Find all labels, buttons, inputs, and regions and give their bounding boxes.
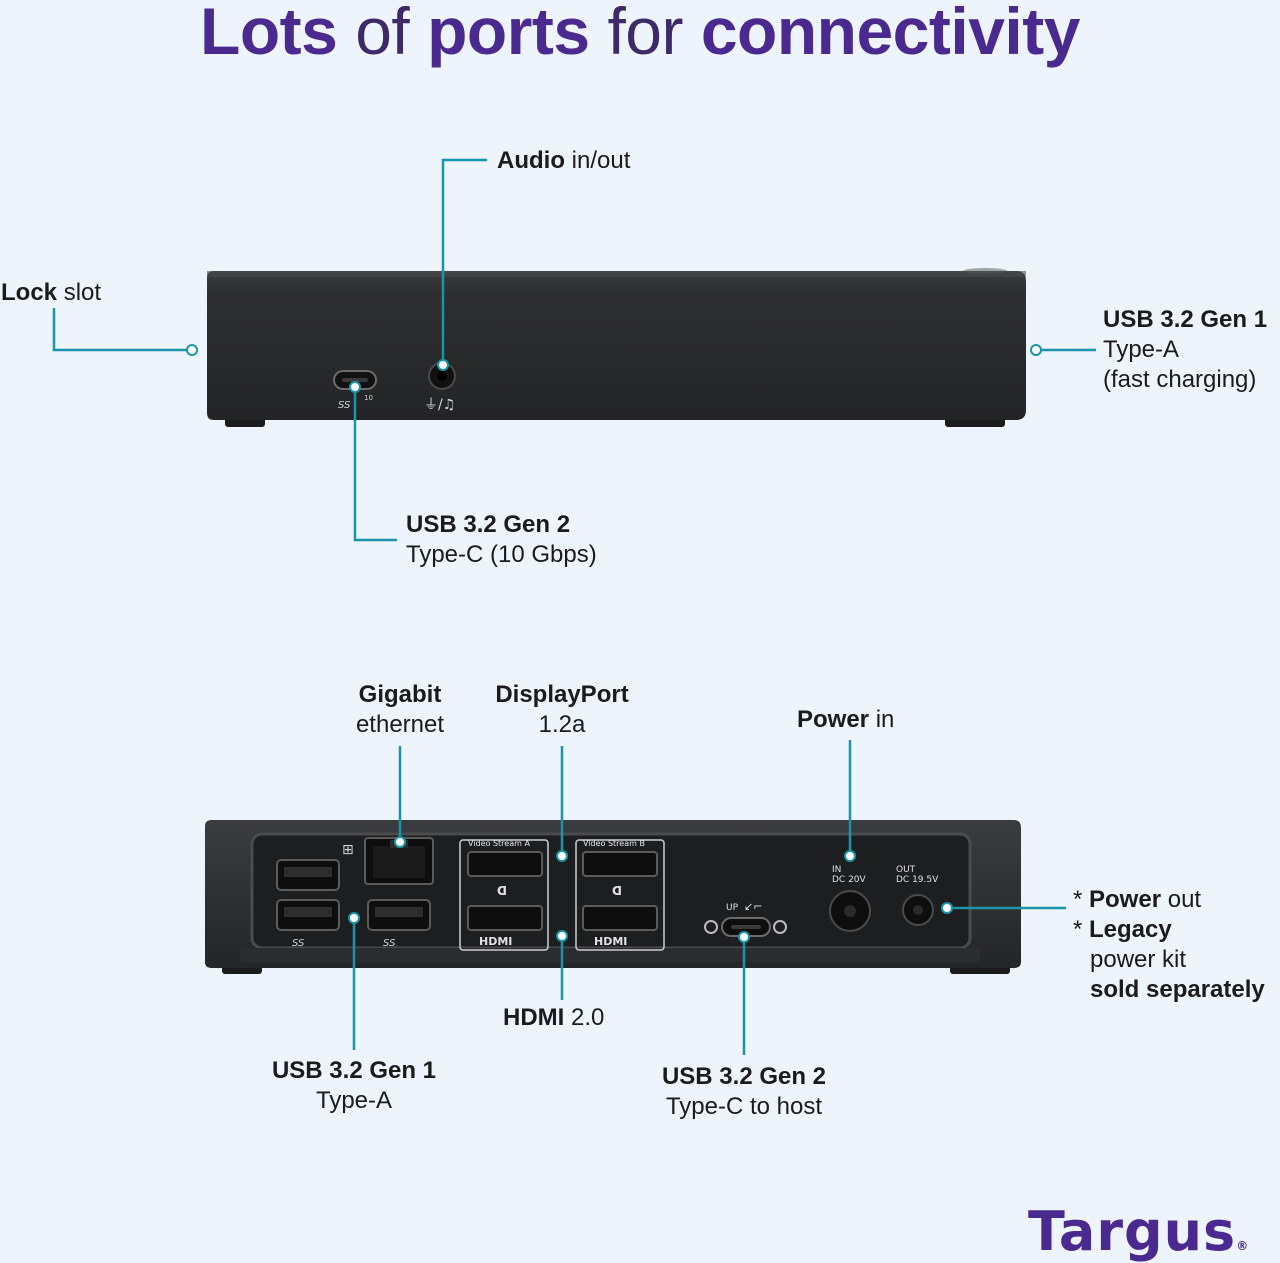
lock-slot-label: Lock slot: [1, 279, 102, 306]
svg-text:Video Stream B: Video Stream B: [583, 839, 645, 848]
svg-text:10: 10: [364, 394, 373, 402]
svg-text:DC 19.5V: DC 19.5V: [896, 875, 939, 885]
rear-power-in-jack: IN DC 20V: [829, 865, 871, 932]
page-title: Lots of ports for connectivity: [200, 0, 1080, 68]
rear-usb-a-label: USB 3.2 Gen 1 Type-A: [271, 1057, 437, 1114]
svg-text:SS: SS: [383, 938, 396, 949]
svg-text:⊞: ⊞: [342, 842, 354, 858]
front-usb-a-label: USB 3.2 Gen 1 Type-A (fast charging): [1103, 306, 1268, 393]
targus-logo: Targus®: [1028, 1200, 1250, 1263]
rear-power-out-jack: OUT DC 19.5V: [896, 865, 939, 926]
svg-text:ᗡ: ᗡ: [497, 884, 507, 898]
ethernet-label: Gigabit ethernet: [355, 681, 445, 738]
rear-usb-c-host-label: USB 3.2 Gen 2 Type-C to host: [661, 1063, 827, 1120]
rear-view: SS SS ⊞ Video Stream A ᗡ HDMI Video Stre…: [205, 820, 1021, 974]
hdmi-label: HDMI 2.0: [503, 1004, 605, 1031]
displayport-label: DisplayPort 1.2a: [495, 681, 629, 738]
power-out-label: * Power out * Legacy power kit sold sepa…: [1073, 886, 1265, 1003]
svg-text:↙⌐: ↙⌐: [744, 900, 762, 913]
front-audio-jack: ⏚/♫: [424, 362, 456, 413]
svg-text:SS: SS: [292, 938, 305, 949]
svg-text:⏚/♫: ⏚/♫: [424, 397, 455, 413]
front-usb-c-label: USB 3.2 Gen 2 Type-C (10 Gbps): [406, 511, 597, 568]
rear-video-stream-b: Video Stream B ᗡ HDMI: [575, 839, 665, 951]
svg-text:DC 20V: DC 20V: [832, 875, 867, 885]
svg-text:IN: IN: [832, 865, 841, 875]
power-in-label: Power in: [797, 706, 895, 733]
svg-text:OUT: OUT: [896, 865, 916, 875]
leader-dots: [186, 344, 1042, 943]
rear-usb-a-ports: SS SS: [276, 859, 431, 949]
audio-label: Audio in/out: [497, 147, 631, 174]
svg-text:Video Stream A: Video Stream A: [468, 839, 530, 848]
svg-text:HDMI: HDMI: [594, 935, 627, 948]
svg-text:ᗡ: ᗡ: [612, 884, 622, 898]
leader-lines: [52, 158, 1096, 1055]
svg-text:SS: SS: [338, 400, 351, 411]
svg-text:HDMI: HDMI: [479, 935, 512, 948]
svg-text:UP: UP: [726, 903, 739, 913]
front-view: SS 10 ⏚/♫: [207, 268, 1026, 427]
rear-video-stream-a: Video Stream A ᗡ HDMI: [459, 839, 549, 951]
